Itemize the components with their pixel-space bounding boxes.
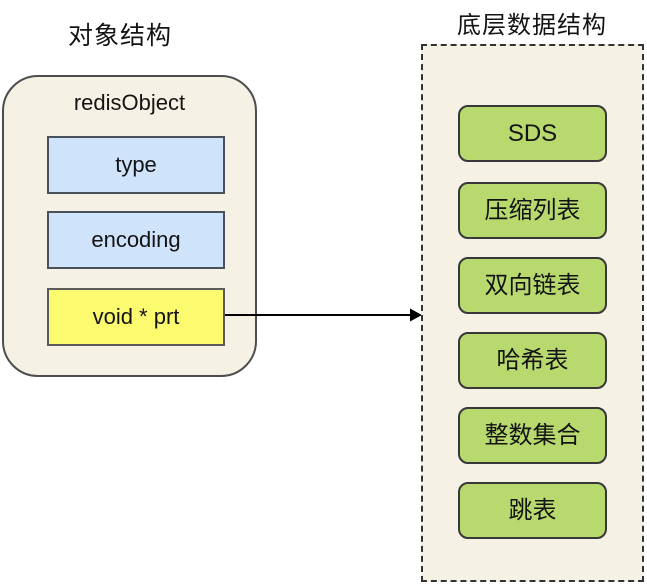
structure-box-skiplist: 跳表: [458, 482, 607, 539]
left-section-title: 对象结构: [67, 22, 172, 50]
underlying-structures-container: SDS 压缩列表 双向链表 哈希表 整数集合 跳表: [421, 44, 644, 582]
structure-box-intset: 整数集合: [458, 407, 607, 464]
redis-object-container: redisObject type encoding void * prt: [2, 75, 257, 377]
redis-object-label: redisObject: [73, 90, 186, 115]
field-encoding: encoding: [47, 211, 225, 269]
structure-box-sds: SDS: [458, 105, 607, 162]
field-void-ptr: void * prt: [47, 288, 225, 346]
structure-box-hashtable: 哈希表: [458, 332, 607, 389]
structure-box-linkedlist: 双向链表: [458, 257, 607, 314]
structure-box-ziplist: 压缩列表: [458, 182, 607, 239]
field-type: type: [47, 136, 225, 194]
right-section-title: 底层数据结构: [457, 12, 607, 39]
pointer-arrow: [225, 308, 422, 322]
